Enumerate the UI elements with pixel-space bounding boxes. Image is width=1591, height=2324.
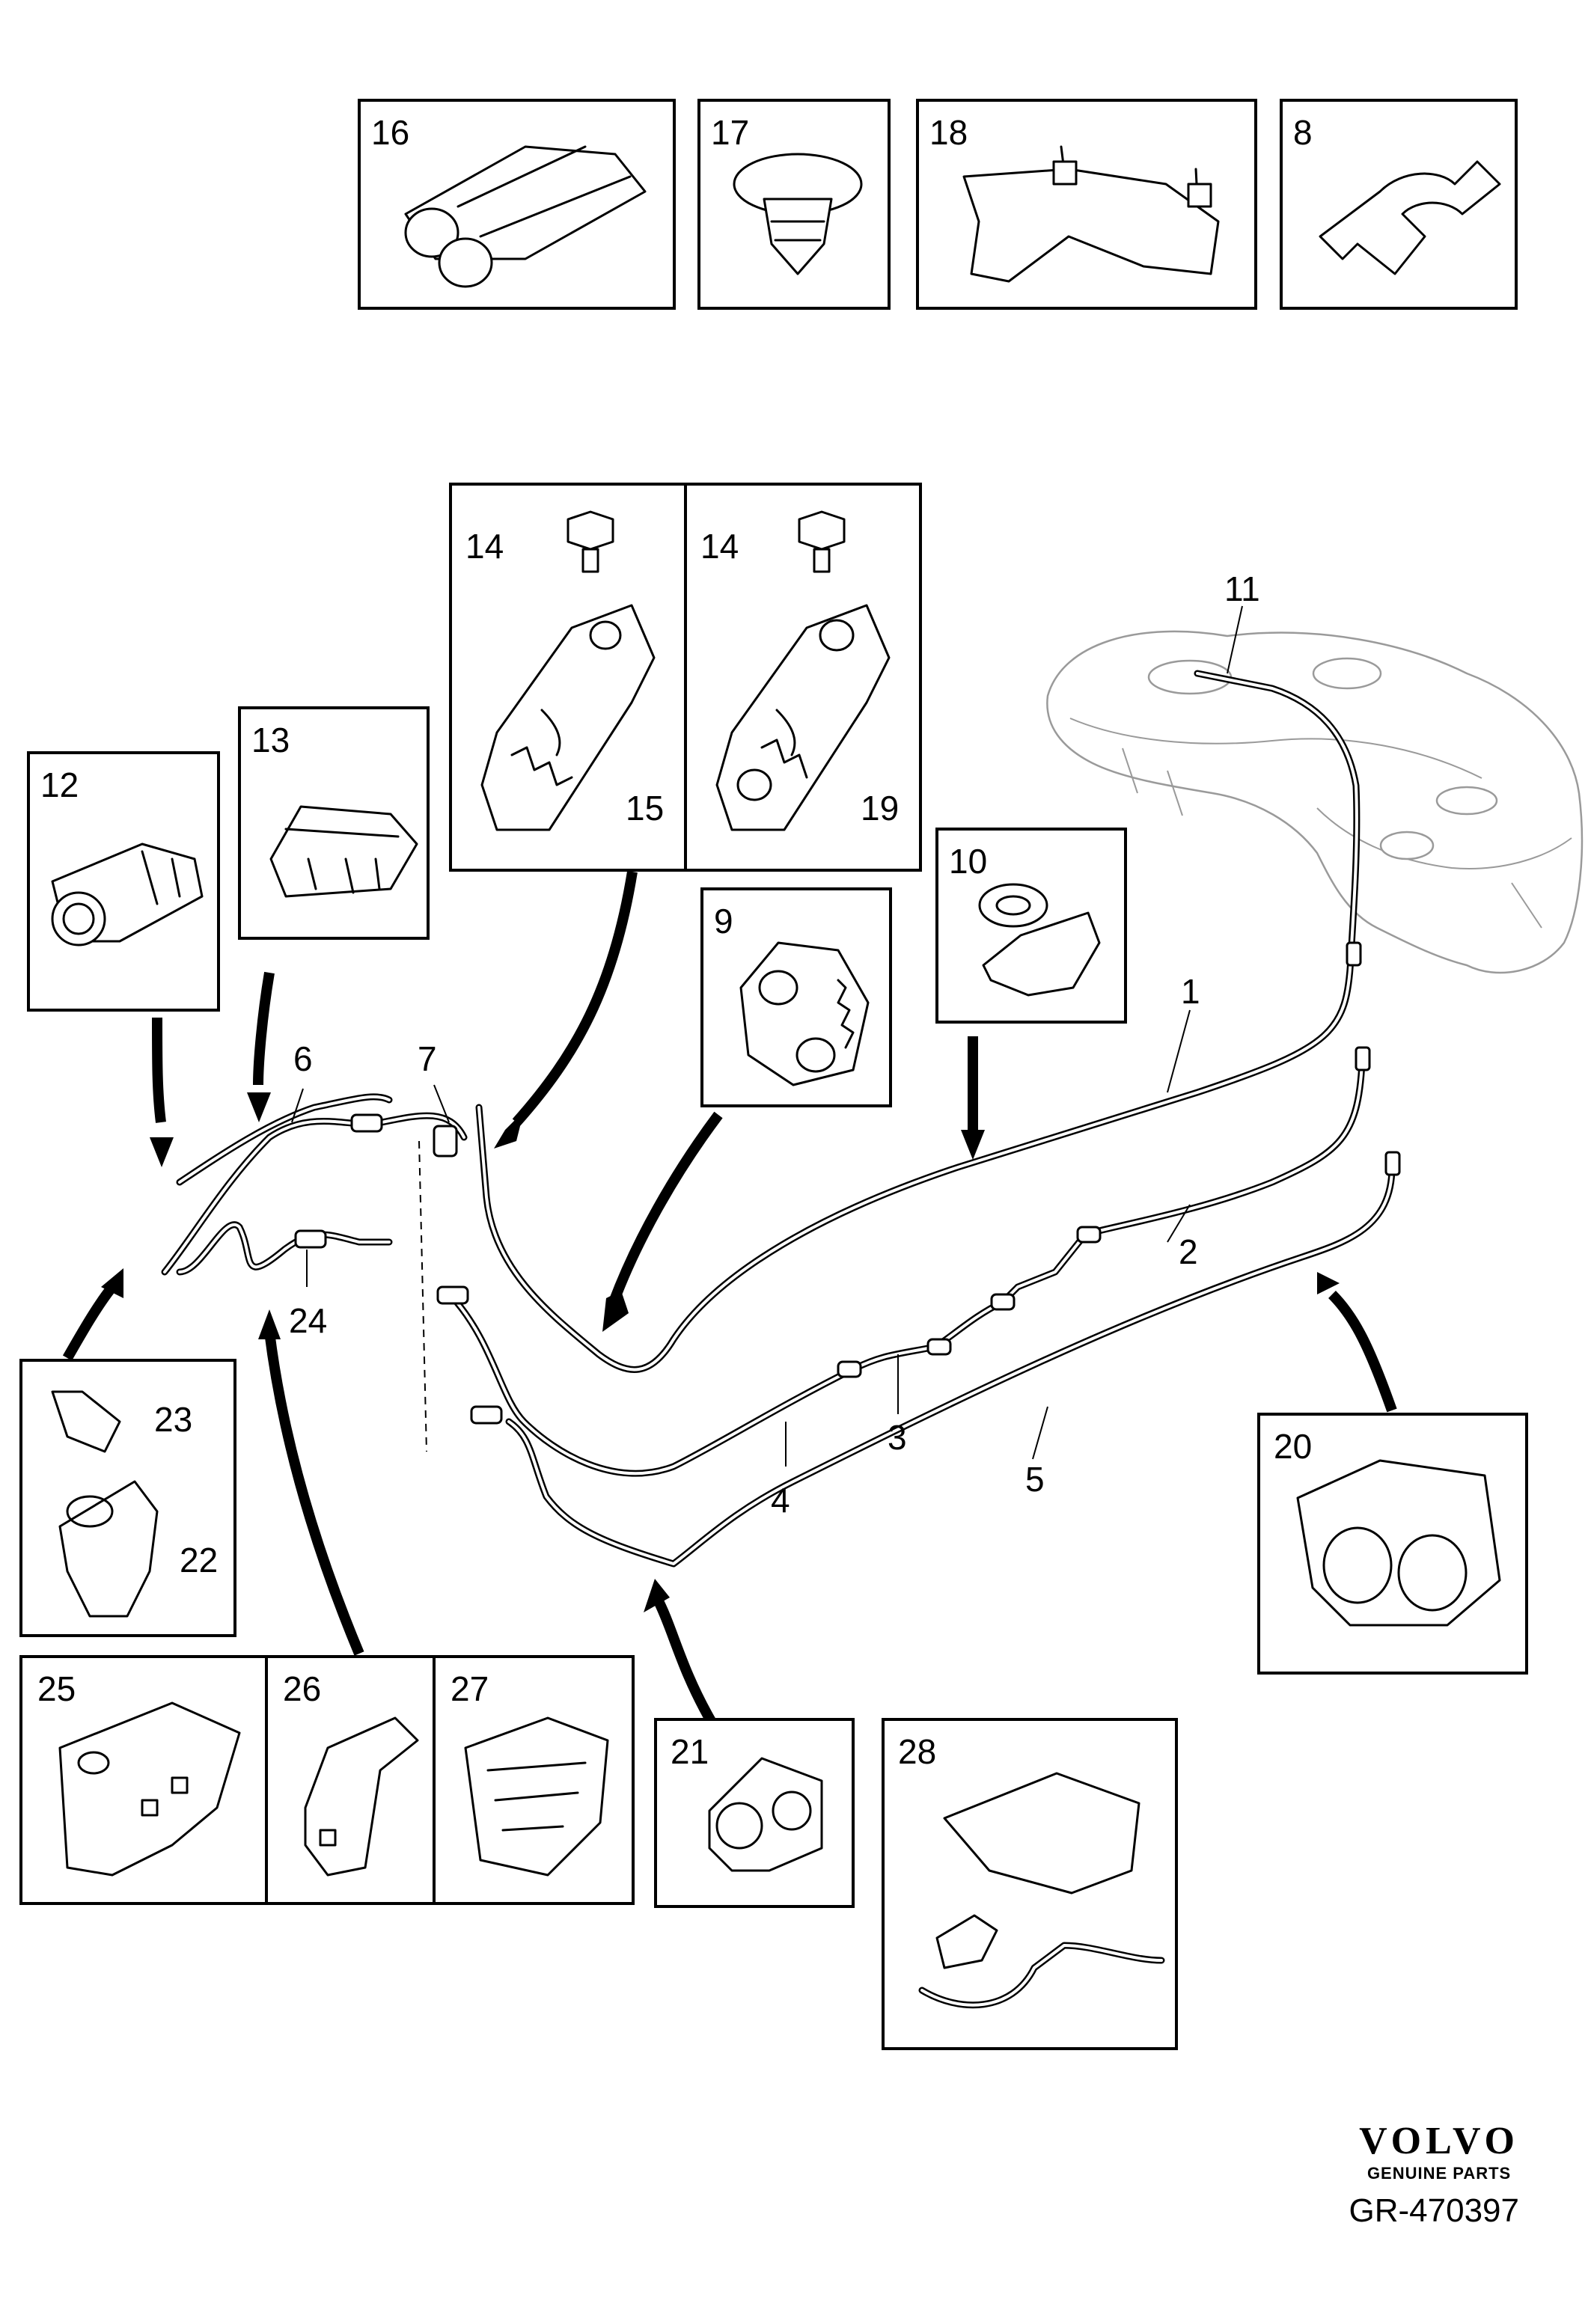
callout-15: 15 bbox=[626, 789, 665, 828]
connector-22-23-drawing bbox=[51, 1390, 159, 1618]
pipe-24 bbox=[176, 1221, 393, 1276]
pipe-fittings bbox=[294, 941, 1401, 1425]
part-box-26: 26 bbox=[265, 1655, 436, 1905]
push-pin-17-drawing bbox=[733, 153, 863, 275]
kit-28-drawing bbox=[918, 1772, 1165, 2009]
part-box-17: 17 bbox=[697, 99, 891, 310]
clip-16-drawing bbox=[404, 145, 647, 288]
clip-20-drawing bbox=[1296, 1459, 1501, 1627]
clip-14-19-drawing bbox=[715, 510, 891, 831]
callout-3: 3 bbox=[888, 1418, 907, 1457]
part-box-25: 25 bbox=[19, 1655, 271, 1905]
brand-logo: VOLVO GENUINE PARTS bbox=[1359, 2122, 1519, 2183]
clip-21-drawing bbox=[708, 1757, 823, 1872]
callout-13: 13 bbox=[251, 721, 290, 759]
callout-10: 10 bbox=[949, 842, 988, 881]
callout-12: 12 bbox=[40, 765, 79, 804]
callout-8: 8 bbox=[1293, 113, 1313, 152]
part-box-8: 8 bbox=[1280, 99, 1518, 310]
callout-16: 16 bbox=[371, 113, 410, 152]
brand-tagline: GENUINE PARTS bbox=[1366, 2164, 1512, 2183]
callout-9: 9 bbox=[714, 902, 733, 941]
callout-28: 28 bbox=[898, 1732, 937, 1771]
part-box-12: 12 bbox=[27, 751, 220, 1012]
callout-19: 19 bbox=[861, 789, 900, 828]
callout-5: 5 bbox=[1025, 1460, 1045, 1499]
bracket-25-drawing bbox=[58, 1701, 241, 1877]
callout-2: 2 bbox=[1179, 1232, 1198, 1271]
callout-7: 7 bbox=[418, 1039, 437, 1078]
bracket-18-drawing bbox=[962, 145, 1220, 283]
arrow-heads bbox=[101, 1092, 1340, 1612]
callout-4: 4 bbox=[771, 1481, 790, 1520]
connector-12-drawing bbox=[51, 843, 204, 947]
bracket-26-drawing bbox=[304, 1716, 419, 1877]
pipe-3 bbox=[849, 1298, 1007, 1373]
part-box-14-19: 14 19 bbox=[684, 483, 922, 872]
callout-14b: 14 bbox=[700, 527, 739, 566]
part-box-9: 9 bbox=[700, 887, 892, 1107]
pipe-1 bbox=[475, 954, 1355, 1373]
callout-22: 22 bbox=[180, 1541, 219, 1580]
callout-17: 17 bbox=[711, 113, 750, 152]
clip-8-drawing bbox=[1319, 160, 1501, 275]
part-box-10: 10 bbox=[935, 828, 1127, 1024]
part-box-13: 13 bbox=[238, 706, 430, 940]
clip-9-drawing bbox=[739, 941, 870, 1086]
callout-24: 24 bbox=[289, 1301, 328, 1340]
callout-27: 27 bbox=[451, 1669, 489, 1708]
part-box-27: 27 bbox=[433, 1655, 635, 1905]
brand-name: VOLVO bbox=[1359, 2120, 1519, 2162]
callout-21: 21 bbox=[671, 1732, 709, 1771]
part-box-22-23: 23 22 bbox=[19, 1359, 236, 1637]
clip-13-drawing bbox=[269, 805, 418, 898]
callout-25: 25 bbox=[37, 1669, 76, 1708]
pipe-6 bbox=[161, 1093, 468, 1276]
callout-26: 26 bbox=[283, 1669, 322, 1708]
part-box-16: 16 bbox=[358, 99, 676, 310]
callout-20: 20 bbox=[1274, 1427, 1313, 1466]
pipe-11 bbox=[1194, 670, 1361, 961]
pipe-5 bbox=[505, 1163, 1396, 1568]
part-box-18: 18 bbox=[916, 99, 1257, 310]
callout-1: 1 bbox=[1181, 972, 1200, 1011]
callout-23: 23 bbox=[154, 1400, 193, 1439]
callout-6: 6 bbox=[293, 1039, 313, 1078]
fuel-tank-illustration bbox=[1046, 630, 1584, 974]
clip-10-drawing bbox=[978, 883, 1101, 997]
part-box-14-15: 14 15 bbox=[449, 483, 687, 872]
clip-27-drawing bbox=[464, 1716, 609, 1877]
pointer-arrows bbox=[62, 870, 1397, 1724]
clip-14-15-drawing bbox=[480, 510, 656, 831]
part-box-20: 20 bbox=[1257, 1413, 1528, 1675]
part-box-28: 28 bbox=[882, 1718, 1178, 2050]
diagram-reference: GR-470397 bbox=[1349, 2192, 1519, 2229]
pipe-4 bbox=[453, 1298, 857, 1477]
callout-18: 18 bbox=[929, 113, 968, 152]
callout-14a: 14 bbox=[465, 527, 504, 566]
part-box-21: 21 bbox=[654, 1718, 855, 1908]
callout-11: 11 bbox=[1224, 569, 1260, 608]
